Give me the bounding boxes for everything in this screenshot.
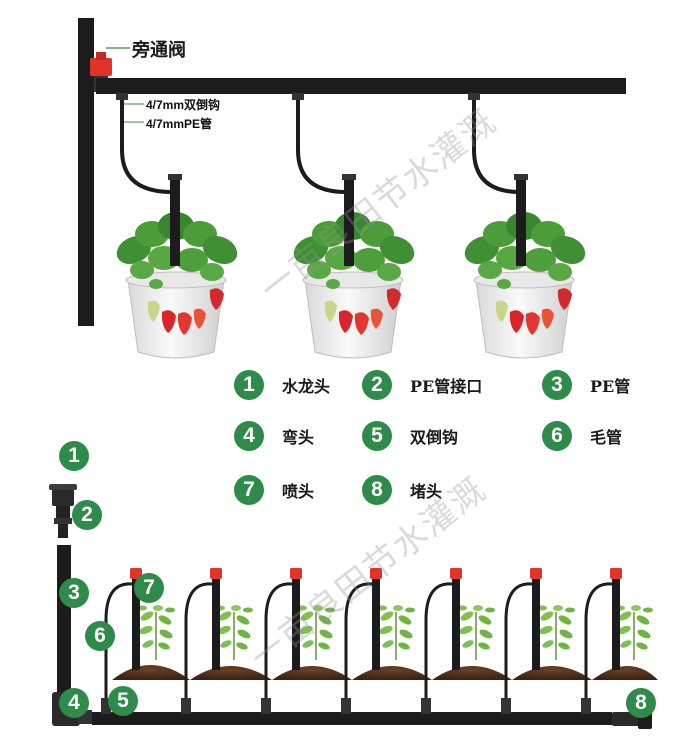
legend-item-4: 4 弯头 <box>234 421 314 451</box>
legend-text-4: 弯头 <box>282 428 315 447</box>
capillary-tube-1 <box>104 582 133 712</box>
capillary-tubes <box>120 94 521 194</box>
callout-3-pe-pipe: 3 <box>59 578 89 608</box>
seedling-5 <box>456 604 496 661</box>
legend-text-5: 双倒钩 <box>410 428 459 447</box>
pe-pipe-vertical <box>57 545 71 700</box>
stake-5 <box>452 578 460 670</box>
legend-badge-4: 4 <box>234 421 264 451</box>
barb-fitting-7 <box>581 698 591 714</box>
nozzle-cap-3 <box>290 568 302 579</box>
emitter-stakes <box>168 174 528 266</box>
nozzle-cap-7 <box>610 568 622 579</box>
stake-7 <box>612 578 620 670</box>
capillary-tube-2 <box>184 582 213 712</box>
callout-7-nozzle: 7 <box>134 573 164 603</box>
legend-badge-3: 3 <box>542 370 572 400</box>
soil-mounds <box>112 665 658 680</box>
stake-2 <box>212 578 220 670</box>
stake-1 <box>132 578 140 670</box>
legend-badge-1: 1 <box>234 370 264 400</box>
legend-badge-5: 5 <box>362 421 392 451</box>
legend-item-5: 5 双倒钩 <box>362 421 458 451</box>
horizontal-main-pipe <box>96 78 626 94</box>
callout-4-elbow: 4 <box>59 688 89 718</box>
barb-fitting-4 <box>341 698 351 714</box>
legend-text-2: PE管接口 <box>410 377 483 396</box>
nozzle-cap-5 <box>450 568 462 579</box>
legend-item-2: 2 PE管接口 <box>362 370 482 400</box>
bypass-valve-knob <box>96 52 106 60</box>
capillary-tube-4 <box>344 582 373 712</box>
legend-text-8: 堵头 <box>410 482 443 501</box>
double-barb-3 <box>468 93 480 100</box>
legend-item-3: 3 PE管 <box>542 370 630 400</box>
pe-pipe-horizontal <box>92 712 612 725</box>
drip-stakes <box>101 568 622 714</box>
stake-6 <box>532 578 540 670</box>
seedling-4 <box>376 604 416 661</box>
callout-5-double-barb: 5 <box>108 686 138 716</box>
double-barb-label: 4/7mm双倒钩 <box>146 98 221 112</box>
stake-4 <box>372 578 380 670</box>
capillary-tube-3 <box>264 582 293 712</box>
bypass-valve <box>90 58 112 76</box>
capillary-tube-7 <box>584 582 613 712</box>
legend-badge-8: 8 <box>362 475 392 505</box>
barb-fitting-1 <box>101 698 111 714</box>
callout-6-capillary: 6 <box>85 621 115 651</box>
nozzle-cap-6 <box>530 568 542 579</box>
seedling-1 <box>136 604 176 661</box>
barb-fitting-3 <box>261 698 271 714</box>
callout-1-tap: 1 <box>59 441 89 471</box>
barb-fitting-2 <box>181 698 191 714</box>
capillary-tube-6 <box>504 582 533 712</box>
callout-8-end-plug: 8 <box>626 688 656 718</box>
pe-tube-label: 4/7mmPE管 <box>146 117 213 131</box>
callout-2-pe-connector: 2 <box>72 500 102 530</box>
legend-item-7: 7 喷头 <box>234 475 314 505</box>
stake-3 <box>292 578 300 670</box>
water-tap <box>49 484 77 538</box>
seedling-6 <box>536 604 576 661</box>
seedling-7 <box>614 604 654 661</box>
legend-item-8: 8 堵头 <box>362 475 442 505</box>
nozzle-cap-2 <box>210 568 222 579</box>
double-barb-2 <box>292 93 304 100</box>
legend-text-3: PE管 <box>590 377 631 396</box>
bypass-valve-label: 旁通阀 <box>132 40 186 61</box>
barb-fitting-5 <box>421 698 431 714</box>
vertical-supply-pipe <box>78 18 94 326</box>
legend-item-6: 6 毛管 <box>542 421 622 451</box>
legend-badge-6: 6 <box>542 421 572 451</box>
legend-text-1: 水龙头 <box>282 377 331 396</box>
legend-text-7: 喷头 <box>282 482 315 501</box>
legend-text-6: 毛管 <box>590 428 623 447</box>
nozzle-cap-4 <box>370 568 382 579</box>
double-barb-1 <box>116 93 128 100</box>
barb-fitting-6 <box>501 698 511 714</box>
legend-item-1: 1 水龙头 <box>234 370 330 400</box>
capillary-tube-5 <box>424 582 453 712</box>
legend-badge-7: 7 <box>234 475 264 505</box>
legend-badge-2: 2 <box>362 370 392 400</box>
